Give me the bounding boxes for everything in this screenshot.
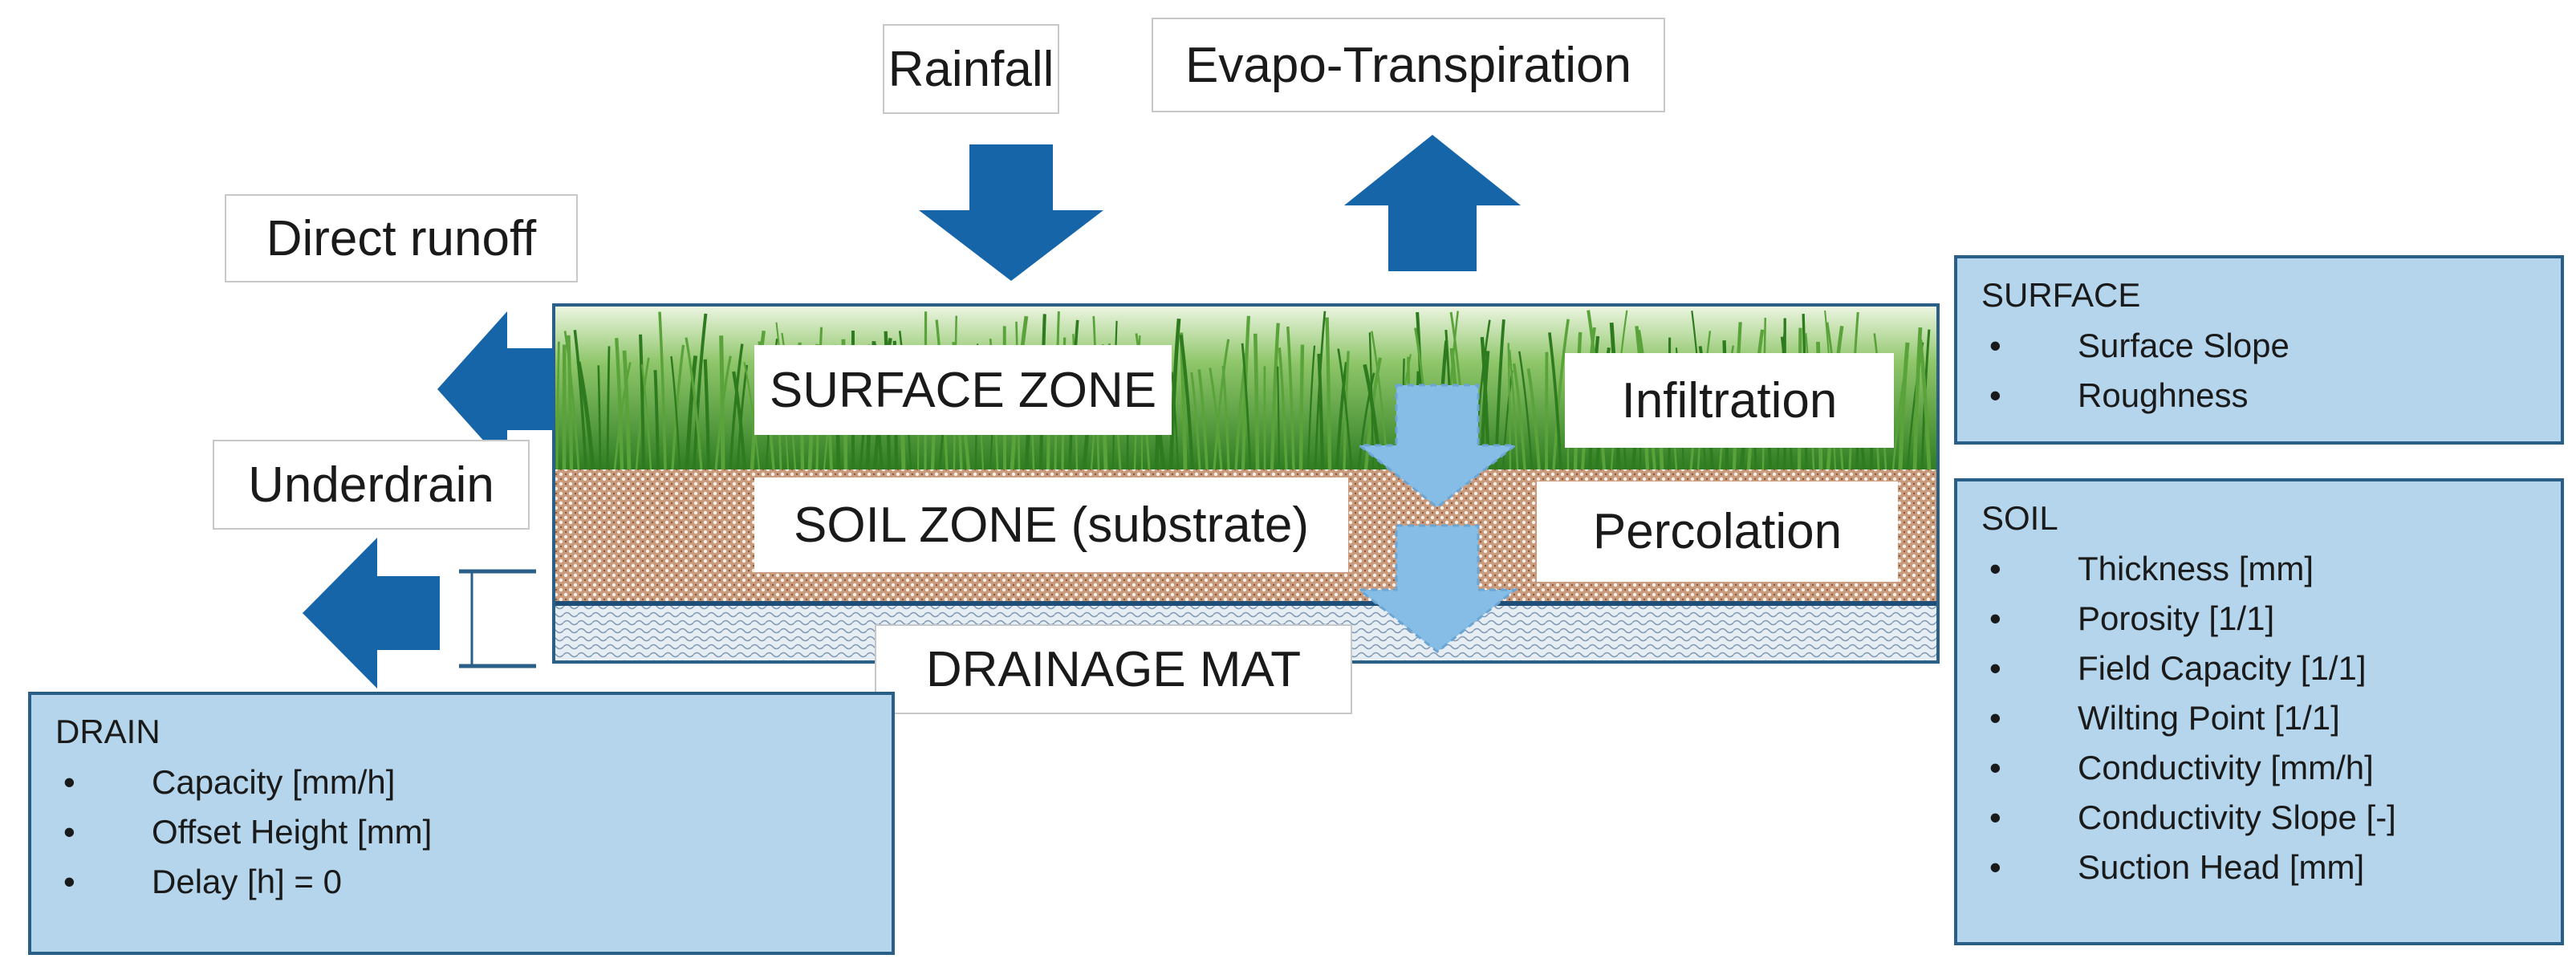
drainage-mat-label: DRAINAGE MAT	[875, 624, 1352, 714]
infiltration-label: Infiltration	[1565, 353, 1894, 448]
drain-panel-title: DRAIN	[55, 713, 160, 750]
percolation-label: Percolation	[1537, 481, 1898, 582]
soil-param-item: Porosity [1/1]	[1981, 594, 2537, 644]
evapotranspiration-label: Evapo-Transpiration	[1152, 18, 1665, 112]
drain-pipe-marker	[459, 569, 536, 668]
surface-param-item: Roughness	[1981, 371, 2537, 420]
rainfall-label: Rainfall	[883, 24, 1059, 114]
underdrain-arrow-icon	[303, 538, 440, 689]
drain-param-item: Offset Height [mm]	[55, 807, 867, 857]
soil-parameters-panel: SOIL Thickness [mm] Porosity [1/1] Field…	[1954, 478, 2564, 945]
soil-zone-label: SOIL ZONE (substrate)	[754, 477, 1348, 572]
soil-param-item: Thickness [mm]	[1981, 544, 2537, 594]
soil-param-item: Conductivity [mm/h]	[1981, 743, 2537, 793]
soil-param-item: Field Capacity [1/1]	[1981, 644, 2537, 693]
drain-param-item: Delay [h] = 0	[55, 857, 867, 907]
drain-parameter-list: Capacity [mm/h] Offset Height [mm] Delay…	[55, 758, 867, 907]
surface-zone-label: SURFACE ZONE	[754, 345, 1172, 435]
soil-param-item: Conductivity Slope [-]	[1981, 793, 2537, 843]
surface-parameter-list: Surface Slope Roughness	[1981, 321, 2537, 420]
percolation-arrow-icon	[1355, 524, 1519, 653]
soil-param-item: Suction Head [mm]	[1981, 843, 2537, 892]
direct-runoff-arrow-icon	[437, 311, 554, 467]
soil-panel-title: SOIL	[1981, 499, 2058, 537]
surface-param-item: Surface Slope	[1981, 321, 2537, 371]
soil-param-item: Wilting Point [1/1]	[1981, 693, 2537, 743]
infiltration-arrow-icon	[1355, 384, 1519, 509]
soil-parameter-list: Thickness [mm] Porosity [1/1] Field Capa…	[1981, 544, 2537, 892]
evapotranspiration-arrow-icon	[1344, 135, 1521, 271]
surface-panel-title: SURFACE	[1981, 276, 2141, 314]
drain-parameters-panel: DRAIN Capacity [mm/h] Offset Height [mm]…	[28, 692, 895, 955]
surface-parameters-panel: SURFACE Surface Slope Roughness	[1954, 255, 2564, 445]
direct-runoff-label: Direct runoff	[225, 194, 578, 282]
rainfall-arrow-icon	[919, 144, 1103, 281]
underdrain-label: Underdrain	[213, 440, 530, 530]
drain-param-item: Capacity [mm/h]	[55, 758, 867, 807]
